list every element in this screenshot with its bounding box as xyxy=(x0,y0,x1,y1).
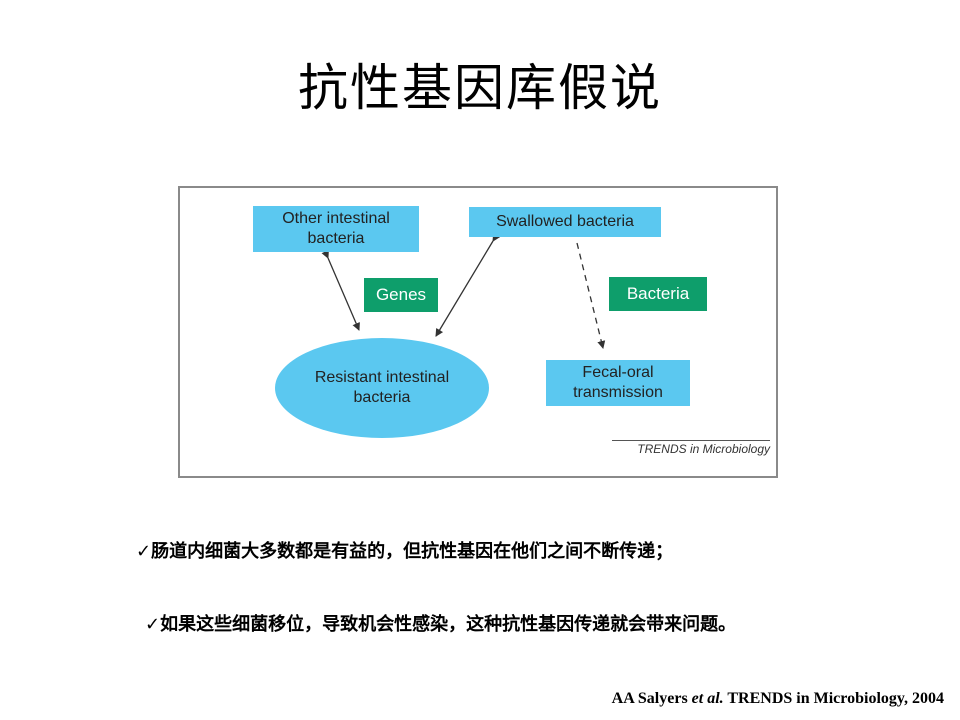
node-resistant-intestinal-bacteria: Resistant intestinal bacteria xyxy=(275,338,489,438)
node-fecal-oral-transmission: Fecal-oral transmission xyxy=(546,360,690,406)
node-genes: Genes xyxy=(364,278,438,312)
node-swallowed-bacteria: Swallowed bacteria xyxy=(469,207,661,237)
slide-title: 抗性基因库假说 xyxy=(298,59,662,117)
bullet-1: ✓肠道内细菌大多数都是有益的，但抗性基因在他们之间不断传递； xyxy=(136,540,673,564)
citation-etal: et al. xyxy=(691,690,724,707)
diagram-figure: Other intestinal bacteria Swallowed bact… xyxy=(178,186,778,478)
bullet-1-text: 肠道内细菌大多数都是有益的，但抗性基因在他们之间不断传递； xyxy=(151,541,674,562)
node-bacteria: Bacteria xyxy=(609,277,707,311)
figure-credit: TRENDS in Microbiology xyxy=(612,440,770,456)
citation-journal: TRENDS in Microbiology, 2004 xyxy=(723,690,944,707)
arrow-swallowed-fecal xyxy=(576,242,606,349)
node-other-intestinal-bacteria: Other intestinal bacteria xyxy=(253,206,419,252)
arrow-other-resistant xyxy=(321,249,360,331)
bullet-2-text: 如果这些细菌移位，导致机会性感染，这种抗性基因传递就会带来问题。 xyxy=(160,614,737,635)
check-icon: ✓ xyxy=(145,614,161,635)
diagram-arrows xyxy=(321,232,606,349)
citation-authors: AA Salyers xyxy=(611,690,688,707)
arrow-swallowed-resistant xyxy=(435,232,501,337)
bullet-2: ✓如果这些细菌移位，导致机会性感染，这种抗性基因传递就会带来问题。 xyxy=(145,613,736,637)
check-icon: ✓ xyxy=(136,541,152,562)
citation: AA Salyers et al. TRENDS in Microbiology… xyxy=(612,690,944,708)
